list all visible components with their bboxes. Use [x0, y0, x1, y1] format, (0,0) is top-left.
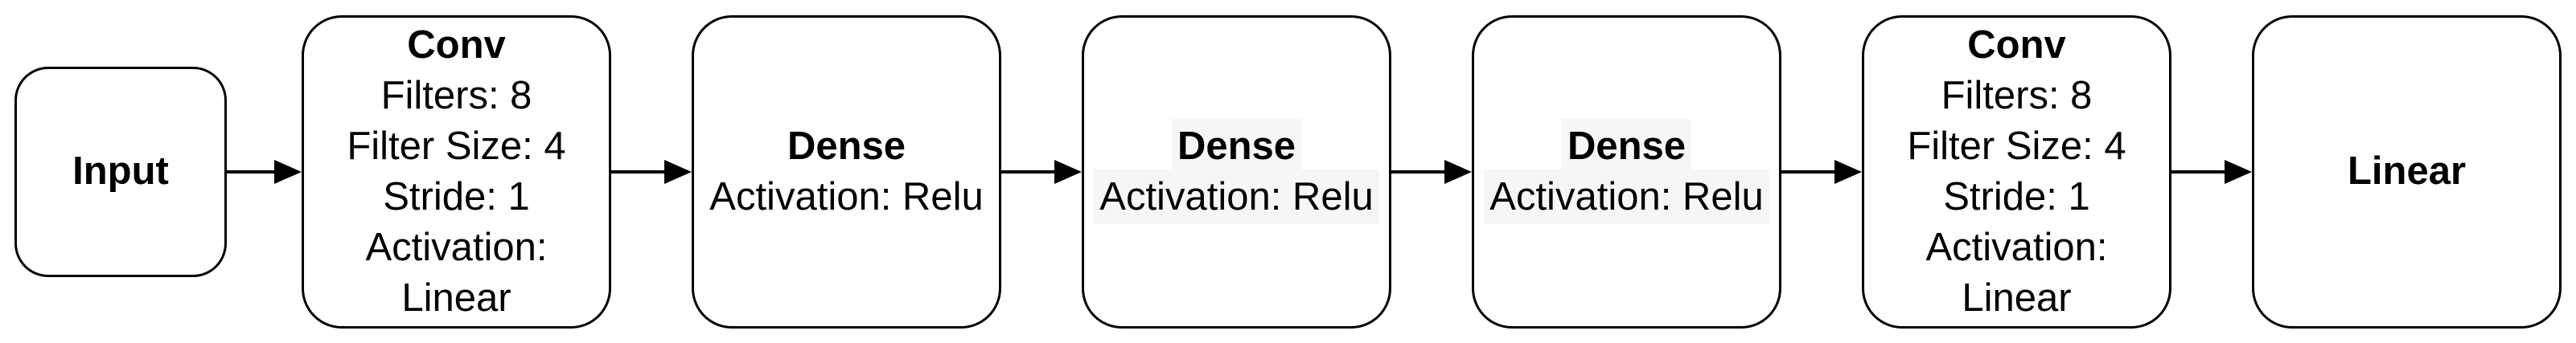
edge-conv1-dense1 [611, 159, 692, 184]
node-conv-1-activation: Activation: Linear [365, 225, 548, 320]
arrow-shaft [1781, 169, 1834, 174]
node-conv-1-filters: Filters: 8 [380, 73, 532, 117]
arrow-shaft [227, 169, 274, 174]
node-conv-2-stride: Stride: 1 [1943, 174, 2090, 218]
node-dense-2-title: Dense [1177, 124, 1296, 168]
node-dense-1: Dense Activation: Relu [692, 14, 1001, 329]
edge-conv2-linear [2171, 159, 2252, 184]
node-dense-2-activation: Activation: Relu [1099, 174, 1374, 218]
arrow-shaft [2171, 169, 2225, 174]
arrow-shaft [611, 169, 664, 174]
edge-input-conv1 [227, 159, 302, 184]
node-dense-2: Dense Activation: Relu [1082, 14, 1391, 329]
node-conv-2-title: Conv [1967, 22, 2066, 67]
arrow-right-icon [1834, 159, 1862, 184]
node-conv-1-title: Conv [407, 22, 506, 67]
arrow-right-icon [274, 159, 302, 184]
edge-dense3-conv2 [1781, 159, 1862, 184]
node-conv-1-filter-size: Filter Size: 4 [347, 124, 566, 168]
arrow-shaft [1001, 169, 1054, 174]
node-conv-2-activation: Activation: Linear [1925, 225, 2108, 320]
node-dense-3-activation: Activation: Relu [1489, 174, 1764, 218]
node-conv-2-filter-size: Filter Size: 4 [1907, 124, 2126, 168]
node-conv-2-filters: Filters: 8 [1941, 73, 2093, 117]
node-dense-3: Dense Activation: Relu [1472, 14, 1781, 329]
node-linear-title: Linear [2347, 149, 2467, 193]
edge-dense1-dense2 [1001, 159, 1082, 184]
arrow-right-icon [1054, 159, 1082, 184]
edge-dense2-dense3 [1391, 159, 1472, 184]
arrow-shaft [1391, 169, 1444, 174]
node-dense-1-activation: Activation: Relu [709, 174, 984, 218]
node-conv-1-stride: Stride: 1 [383, 174, 530, 218]
arrow-right-icon [2225, 159, 2252, 184]
node-conv-1: Conv Filters: 8 Filter Size: 4 Stride: 1… [302, 14, 611, 329]
node-dense-3-title: Dense [1567, 124, 1687, 168]
arrow-right-icon [1444, 159, 1472, 184]
node-input-title: Input [72, 149, 169, 193]
arrow-right-icon [664, 159, 692, 184]
node-conv-2: Conv Filters: 8 Filter Size: 4 Stride: 1… [1862, 14, 2171, 329]
node-input: Input [14, 66, 227, 277]
node-linear: Linear [2252, 14, 2562, 329]
node-dense-1-title: Dense [787, 124, 906, 168]
